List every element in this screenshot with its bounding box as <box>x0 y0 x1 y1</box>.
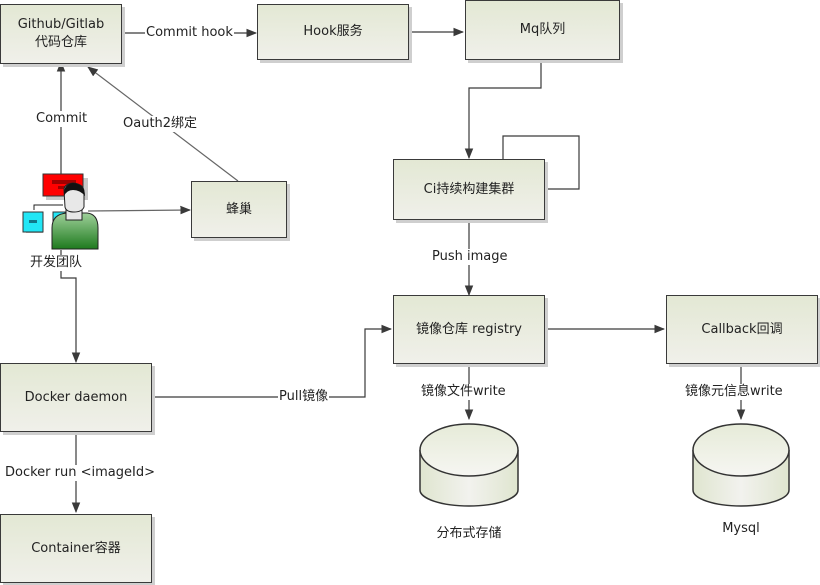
callback-label: Callback回调 <box>701 321 783 337</box>
registry-label: 镜像仓库 registry <box>416 321 522 337</box>
edge-label-push-image: Push image <box>431 249 509 265</box>
node-container[interactable]: Container容器 <box>0 514 152 583</box>
storage-cylinder-icon <box>419 423 519 507</box>
edge-team-beehive <box>87 205 192 215</box>
edge-label-oauth: Oauth2绑定 <box>122 116 199 132</box>
storage-label: 分布式存储 <box>436 526 502 541</box>
code-repo-title: Github/Gitlab <box>17 17 105 32</box>
docker-daemon-label: Docker daemon <box>24 389 128 405</box>
team-icon <box>22 173 99 250</box>
node-docker-daemon[interactable]: Docker daemon <box>0 363 152 432</box>
node-registry[interactable]: 镜像仓库 registry <box>393 295 545 364</box>
edge-ci-loop <box>502 135 580 190</box>
mq-queue-label: Mq队列 <box>519 22 566 37</box>
mysql-label: Mysql <box>722 521 760 536</box>
edge-label-image-file-write: 镜像文件write <box>420 384 507 400</box>
edge-label-docker-run: Docker run <imageId> <box>4 465 156 481</box>
node-ci-cluster[interactable]: Ci持续构建集群 <box>393 159 545 220</box>
edge-mq-ci <box>464 60 542 160</box>
mysql-cylinder-icon <box>692 423 790 507</box>
code-repo-subtitle: 代码仓库 <box>34 35 87 50</box>
container-label: Container容器 <box>31 540 121 556</box>
edge-label-pull-image: Pull镜像 <box>278 389 330 405</box>
team-label: 开发团队 <box>29 255 84 271</box>
edge-label-commit-hook: Commit hook <box>145 25 234 41</box>
edge-pull-image <box>152 324 393 398</box>
node-callback[interactable]: Callback回调 <box>666 295 818 364</box>
edge-label-image-meta-write: 镜像元信息write <box>684 384 784 400</box>
ci-cluster-label: Ci持续构建集群 <box>423 181 515 197</box>
hook-service-label: Hook服务 <box>303 24 363 39</box>
node-beehive[interactable]: 蜂巢 <box>191 181 287 238</box>
node-code-repo[interactable]: Github/Gitlab 代码仓库 <box>0 4 122 64</box>
beehive-label: 蜂巢 <box>225 201 252 217</box>
edge-label-commit: Commit <box>35 111 89 127</box>
node-mq-queue[interactable]: Mq队列 <box>465 0 620 60</box>
node-hook-service[interactable]: Hook服务 <box>257 4 409 60</box>
